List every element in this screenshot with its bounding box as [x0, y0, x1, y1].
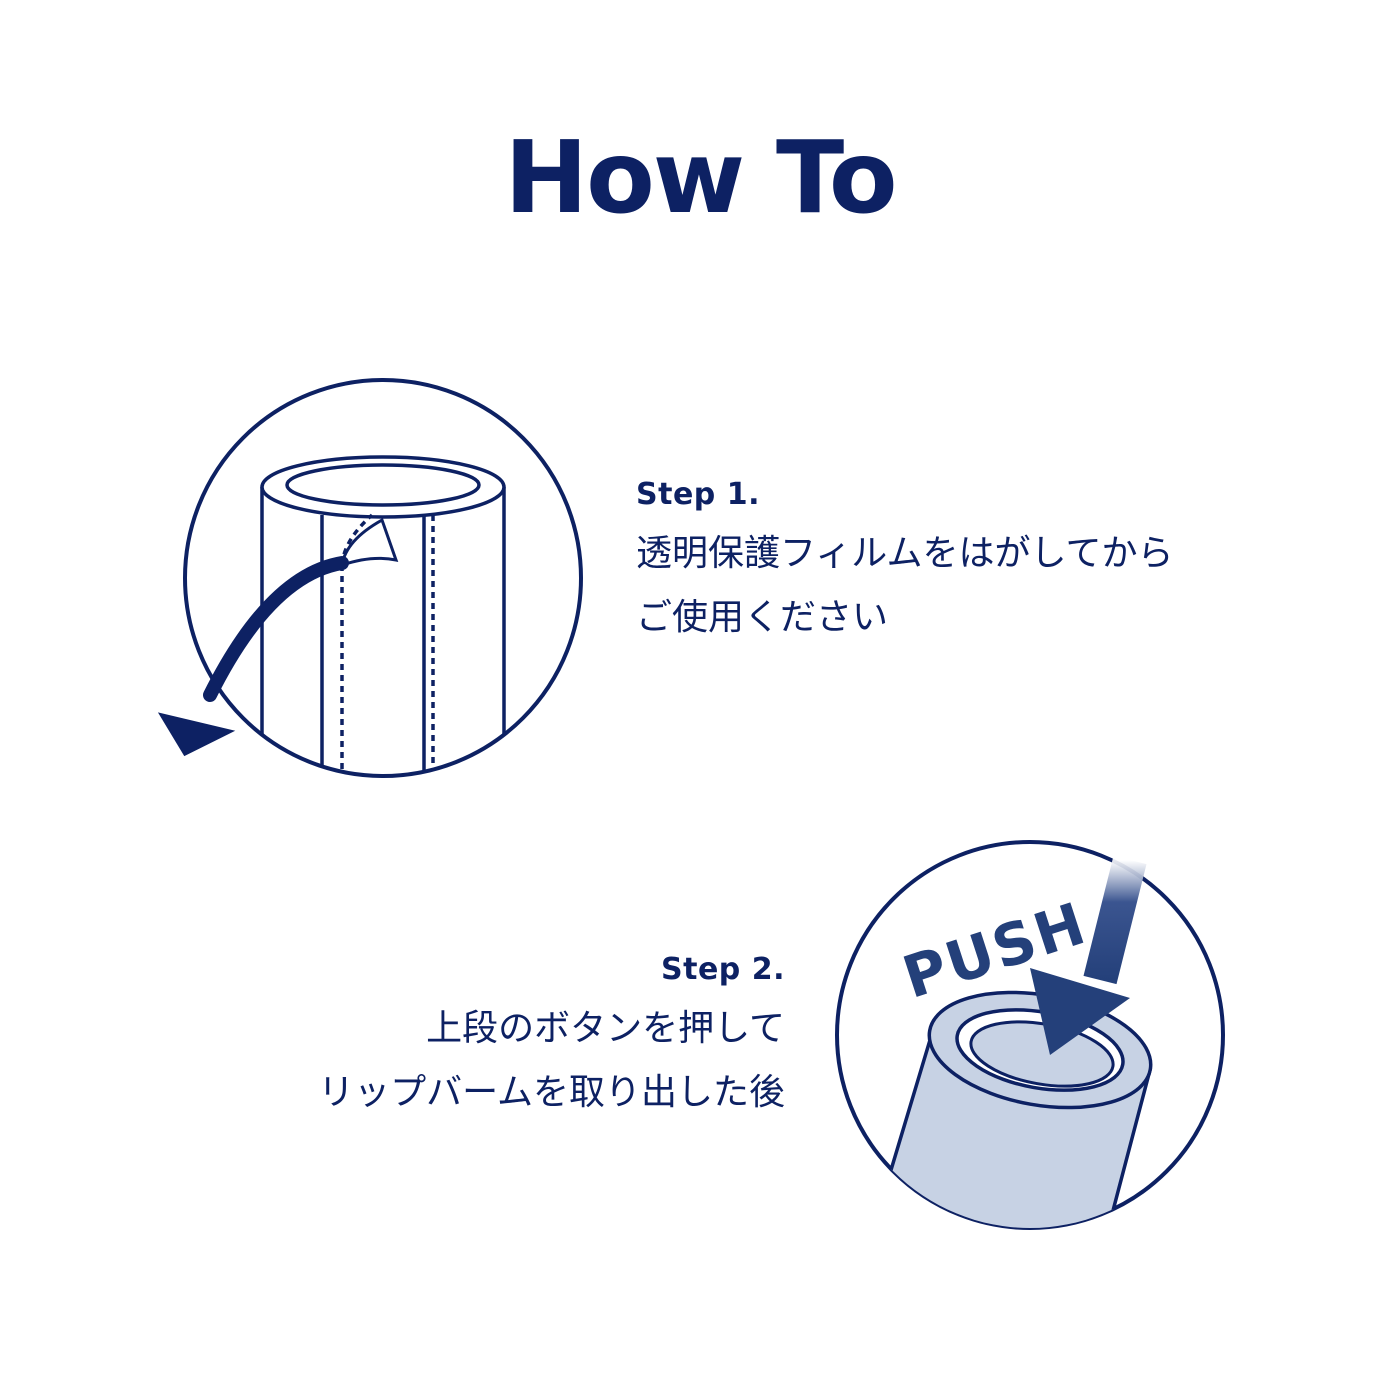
step-1-text-line-2: ご使用ください: [636, 597, 889, 638]
peel-film-icon: [150, 375, 600, 795]
page-title: How To: [504, 119, 897, 236]
step-2-text-line-1: 上段のボタンを押して: [426, 1008, 785, 1049]
push-button-icon: PUSH: [830, 840, 1250, 1240]
step-2: Step 2. 上段のボタンを押して リップバームを取り出した後: [318, 955, 785, 1125]
step-1-label: Step 1.: [636, 477, 760, 512]
step-2-label: Step 2.: [661, 952, 785, 987]
step-2-text-line-2: リップバームを取り出した後: [318, 1072, 785, 1113]
step-1-text-line-1: 透明保護フィルムをはがしてから: [636, 533, 1174, 574]
step-1: Step 1. 透明保護フィルムをはがしてから ご使用ください: [636, 480, 1173, 650]
